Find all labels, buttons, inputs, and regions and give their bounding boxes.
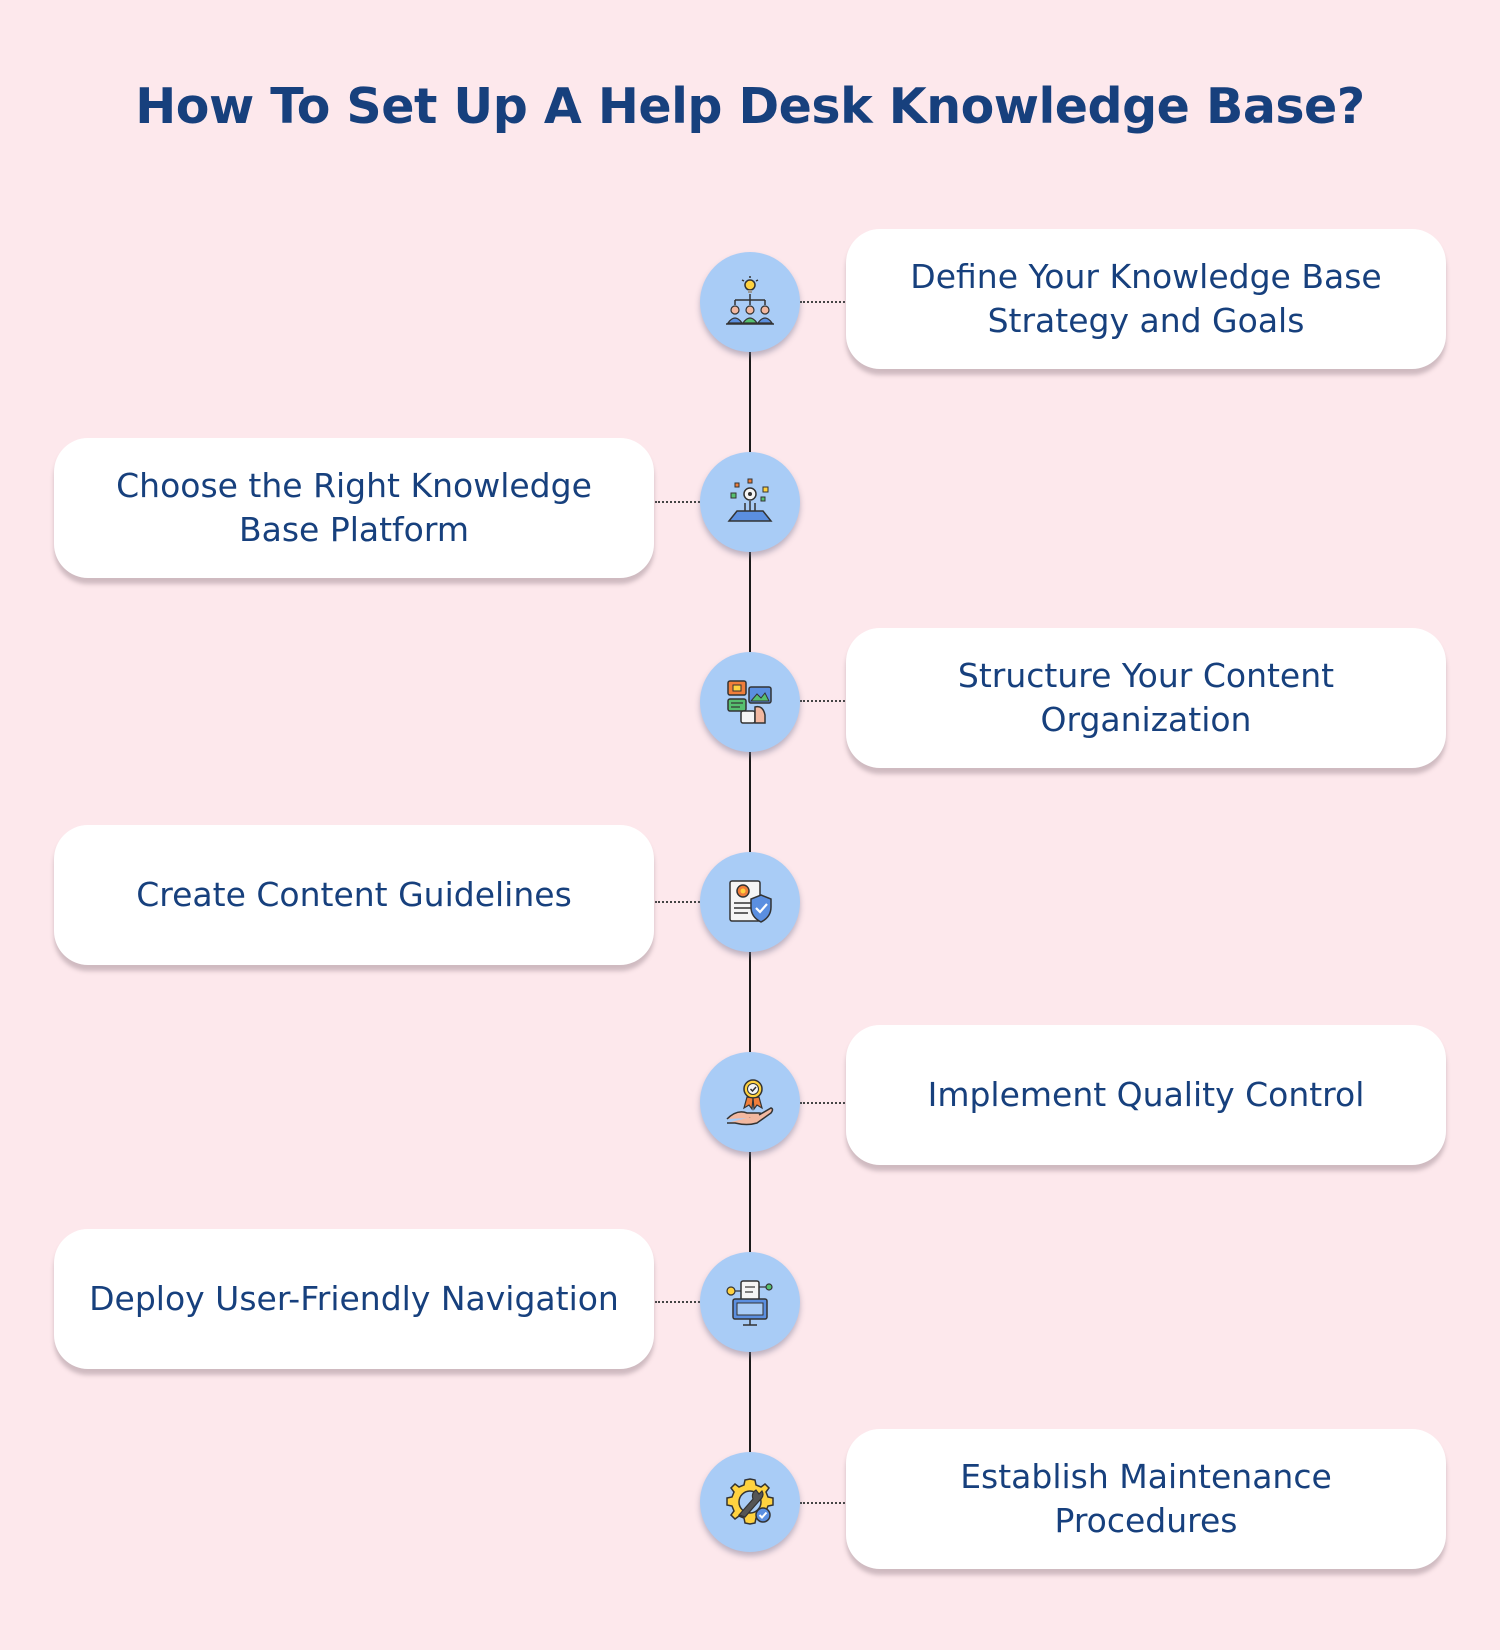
connector-7: [800, 1502, 845, 1504]
step-node-7: [700, 1452, 800, 1552]
step-node-6: [700, 1252, 800, 1352]
team-idea-icon: [726, 276, 774, 325]
connector-4: [655, 901, 700, 903]
connector-6: [655, 1301, 700, 1303]
hand-badge-icon: [726, 1079, 774, 1126]
step-label-4: Create Content Guidelines: [136, 875, 572, 914]
connector-5: [800, 1102, 845, 1104]
step-node-1: [700, 252, 800, 352]
step-node-4: [700, 852, 800, 952]
step-label-2: Choose the Right Knowledge Base Platform: [116, 466, 592, 549]
navigation-device-icon: [726, 1280, 773, 1326]
step-label-6: Deploy User-Friendly Navigation: [89, 1279, 619, 1318]
step-card-3: Structure Your Content Organization: [846, 628, 1446, 768]
connector-3: [800, 700, 845, 702]
step-card-2: Choose the Right Knowledge Base Platform: [54, 438, 654, 578]
step-card-7: Establish Maintenance Procedures: [846, 1429, 1446, 1569]
platform-gear-icon: [727, 478, 773, 522]
step-label-1: Define Your Knowledge Base Strategy and …: [910, 257, 1382, 340]
page-title: How To Set Up A Help Desk Knowledge Base…: [135, 78, 1365, 135]
step-label-5: Implement Quality Control: [927, 1075, 1365, 1114]
step-label-3: Structure Your Content Organization: [957, 656, 1335, 739]
wrench-gear-icon: [726, 1478, 774, 1525]
step-node-2: [700, 452, 800, 552]
step-node-5: [700, 1052, 800, 1152]
connector-2: [655, 501, 700, 503]
connector-1: [800, 301, 845, 303]
step-card-5: Implement Quality Control: [846, 1025, 1446, 1165]
step-label-7: Establish Maintenance Procedures: [960, 1457, 1332, 1540]
step-card-1: Define Your Knowledge Base Strategy and …: [846, 229, 1446, 369]
content-media-icon: [727, 680, 772, 724]
step-card-6: Deploy User-Friendly Navigation: [54, 1229, 654, 1369]
step-card-4: Create Content Guidelines: [54, 825, 654, 965]
step-node-3: [700, 652, 800, 752]
document-shield-icon: [729, 880, 772, 923]
